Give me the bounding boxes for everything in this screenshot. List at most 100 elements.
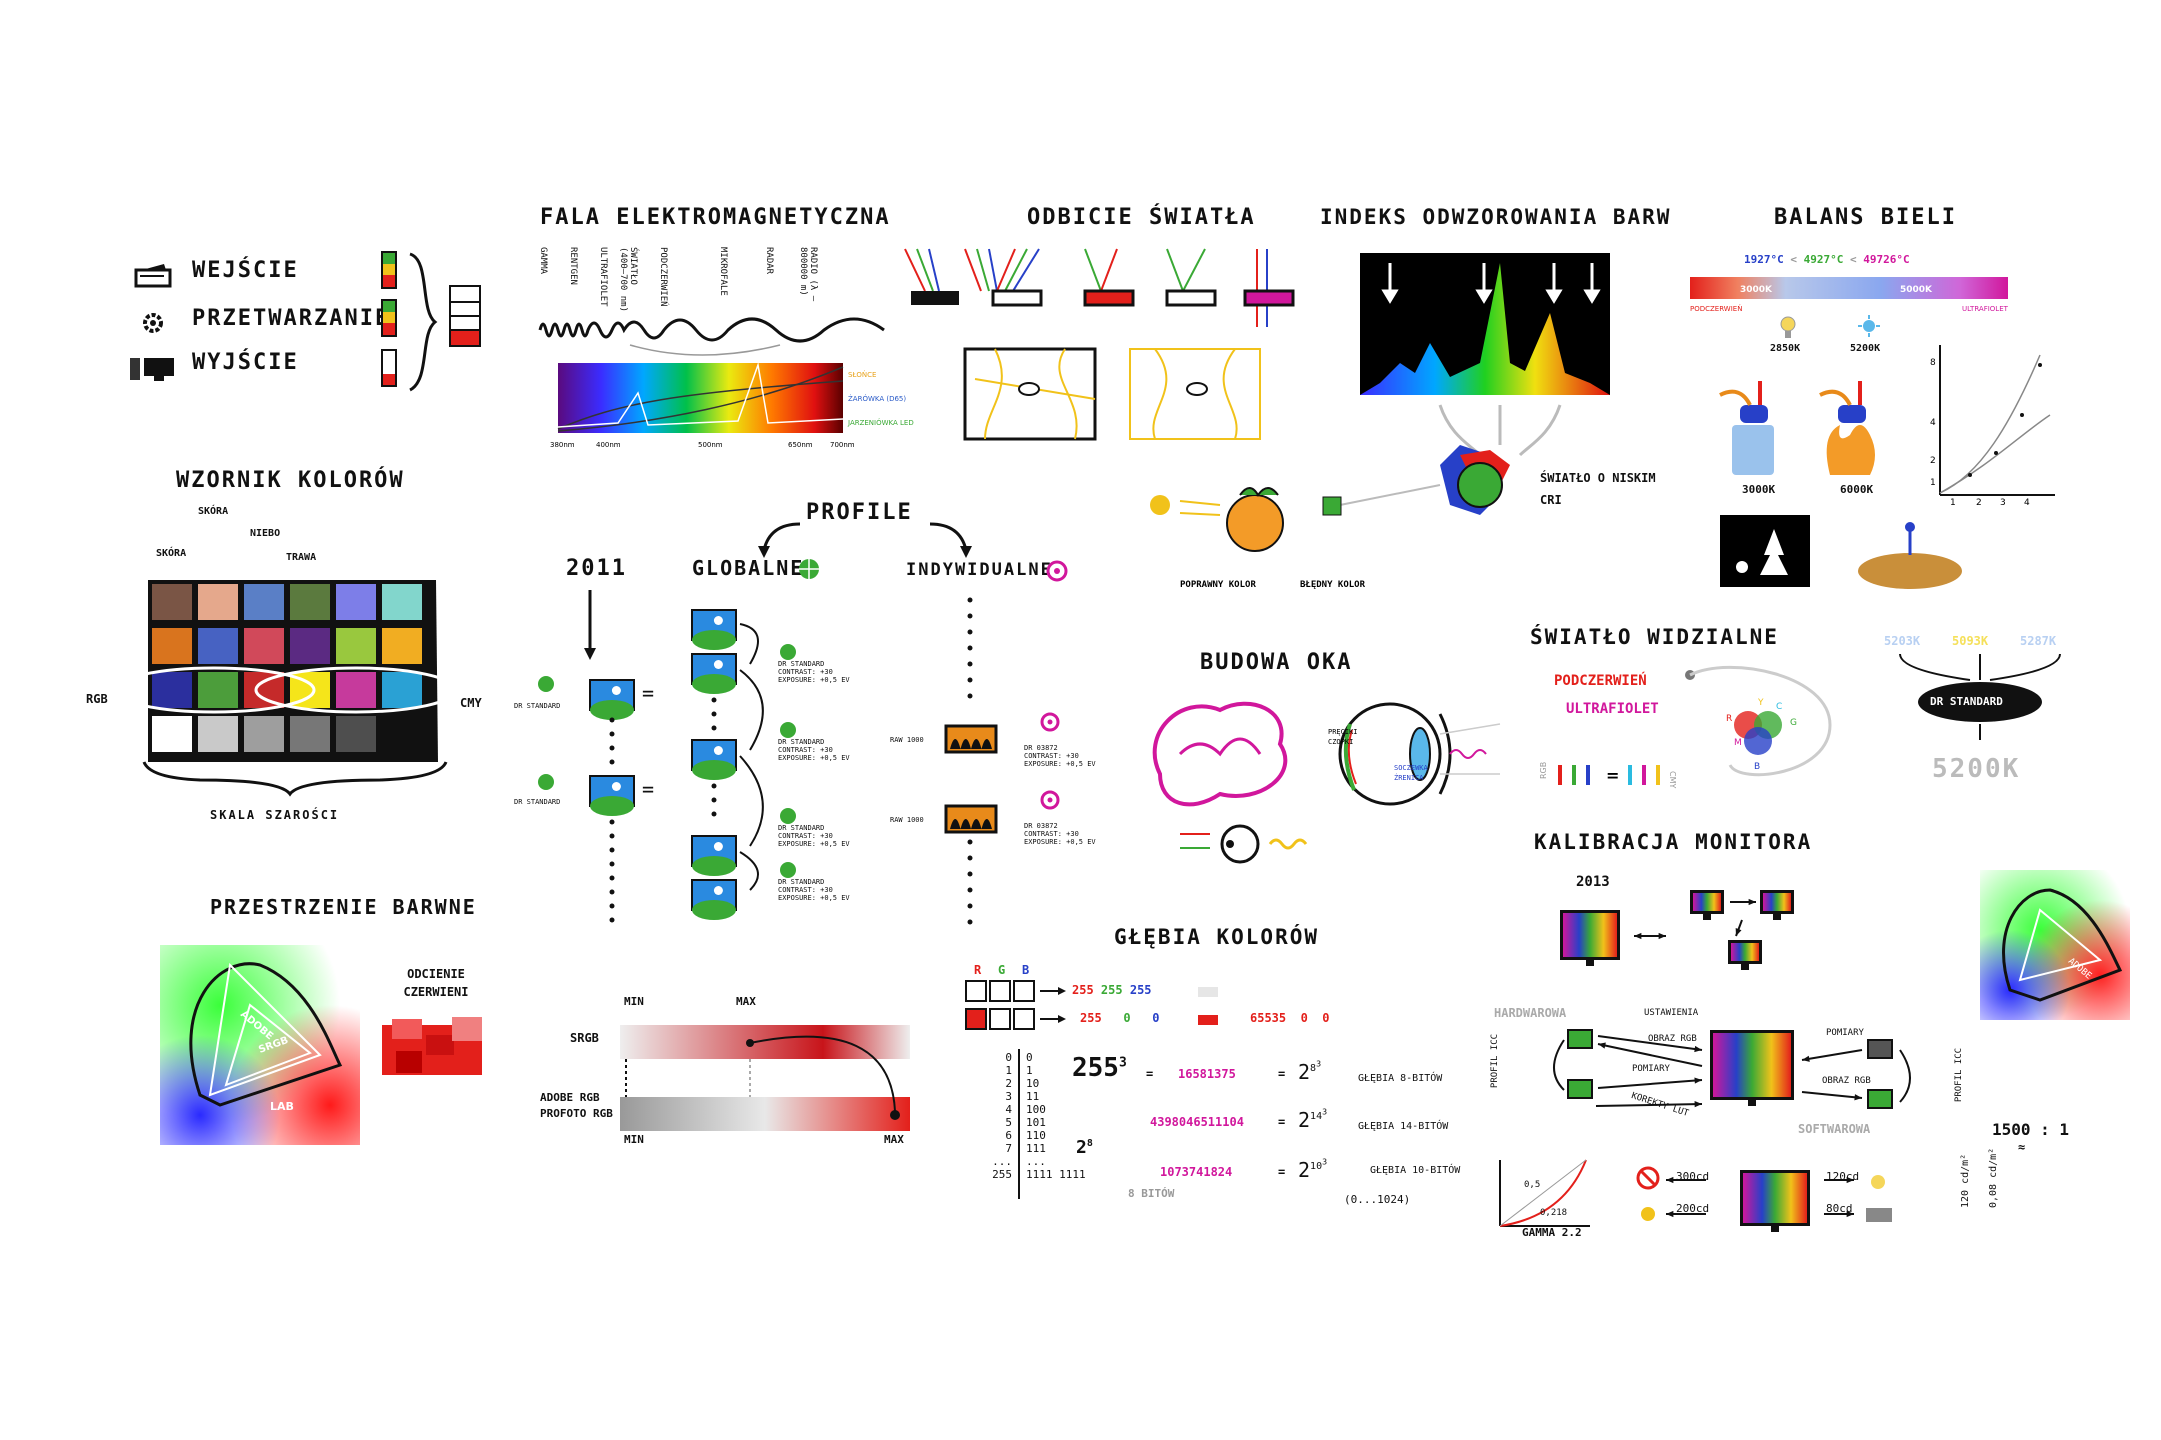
- label-skin1: SKÓRA: [156, 548, 187, 559]
- bulb-icon: [1780, 316, 1796, 338]
- profile-caption: DR STANDARD: [514, 702, 560, 710]
- depth-big-exp: 3: [1118, 1055, 1127, 1071]
- depth-big-base: 255: [1072, 1053, 1119, 1083]
- visible-letter-r: R: [1726, 714, 1732, 724]
- depth-count-14: 4398046511104: [1150, 1115, 1244, 1129]
- bulb-icon: [1871, 1175, 1885, 1189]
- binary-value: 7: [1005, 1142, 1012, 1155]
- flow-arrow: [1597, 1043, 1703, 1067]
- visible-light-panel: ŚWIATŁO WIDZIALNE PODCZERWIEŃ ULTRAFIOLE…: [1530, 625, 1850, 795]
- sun-icon: [1641, 1207, 1655, 1221]
- monitor-icon: [1710, 1030, 1794, 1106]
- depth-r: R: [974, 963, 982, 977]
- calibration-diagram: [1499, 870, 2130, 1232]
- depth-small-number: 28: [1076, 1137, 1093, 1158]
- workflow-input-label: WEJŚCIE: [192, 258, 299, 283]
- band-label: PODCZERWIEŃ: [658, 247, 668, 307]
- checker-cell: [152, 584, 192, 620]
- wb-temp-mid: 4927°C: [1803, 253, 1844, 266]
- binary-value: 111: [1026, 1142, 1046, 1155]
- band-label: MIKROFALE: [718, 247, 728, 296]
- binary-value: 100: [1026, 1103, 1046, 1116]
- checker-cell: [244, 628, 284, 664]
- calib-lum-200: 200cd: [1676, 1202, 1710, 1215]
- chip-icon: [1867, 1089, 1893, 1109]
- monitor-icon: [1740, 1170, 1810, 1232]
- gamut-srgb: SRGB: [570, 1031, 599, 1045]
- calib-arrow-measure: POMIARY: [1632, 1064, 1670, 1074]
- checker-cell: [336, 672, 376, 708]
- checker-cell: [382, 584, 422, 620]
- wb-temps: 1927°C < 4927°C < 49726°C: [1744, 253, 1910, 266]
- x-tick: 1: [1950, 498, 1956, 508]
- depth-eq-1: =: [1146, 1067, 1154, 1081]
- wb-ir: PODCZERWIEŃ: [1690, 304, 1742, 313]
- spectrum-chart: SŁOŃCE ŻARÓWKA (D65) JARZENIÓWKA LED 380…: [550, 362, 914, 449]
- visible-uv: ULTRAFIOLET: [1566, 701, 1659, 717]
- calib-ratio: 1500 : 1: [1992, 1120, 2070, 1139]
- gamut-min-bottom: MIN: [624, 1133, 644, 1146]
- calib-arrow-rgb-sw: OBRAZ RGB: [1822, 1076, 1871, 1086]
- cri-bad-label: BŁĘDNY KOLOR: [1300, 580, 1366, 590]
- photo-thumbnail: [691, 653, 737, 694]
- checker-cell: [152, 716, 192, 752]
- label-sky: NIEBO: [250, 528, 281, 539]
- depth-label-8: GŁĘBIA 8-BITÓW: [1358, 1073, 1443, 1084]
- binary-value: 4: [1005, 1103, 1012, 1116]
- profile-caption: DR STANDARD: [778, 824, 824, 832]
- depth-swatch-red: [1198, 1015, 1218, 1025]
- chip-icon: [1567, 1079, 1593, 1099]
- level-meters: [381, 251, 481, 392]
- calib-icc-left: PROFIL ICC: [1490, 1033, 1501, 1089]
- profile-caption: RAW 1000: [890, 736, 924, 744]
- dr-standard-panel: 5203K 5093K 5287K DR STANDARD 5200K: [1880, 630, 2080, 800]
- depth-row1-r: 255: [1072, 983, 1094, 997]
- eye-drawing: PRĘCIKI CZOPKI SOCZEWKA ŹRENICA: [1152, 701, 1501, 864]
- binary-value: 110: [1026, 1129, 1046, 1142]
- calib-gamma: GAMMA 2.2: [1522, 1226, 1582, 1239]
- depth-row1: 255 255 255: [1072, 983, 1152, 997]
- cri-good-label: POPRAWNY KOLOR: [1180, 580, 1256, 590]
- binary-value: ...: [1026, 1155, 1046, 1168]
- wb-3000: 3000K: [1740, 285, 1773, 295]
- calib-approx: ≈: [2018, 1140, 2026, 1154]
- depth-range: (0...1024): [1344, 1193, 1411, 1206]
- profile-caption: DR STANDARD: [778, 738, 824, 746]
- depth-row2b-g: 0: [1300, 1011, 1308, 1025]
- em-wave-panel: FALA ELEKTROMAGNETYCZNA GAMMA RENTGEN UL…: [538, 205, 914, 455]
- wb-temp-sep2: <: [1850, 253, 1857, 266]
- sun-icon: [1858, 315, 1880, 337]
- color-checker-grid: [112, 580, 458, 762]
- profile-caption: DR 03872: [1024, 744, 1058, 752]
- gamma-curve: [1499, 1159, 1587, 1227]
- dr-label: DR STANDARD: [1930, 695, 2003, 708]
- checker-cell: [244, 716, 284, 752]
- wb-fire-scenes: [1719, 381, 1875, 475]
- profiles-individual: INDYWIDUALNE: [906, 560, 1053, 580]
- chip-icon: [1867, 1039, 1893, 1059]
- profile-caption: CONTRAST: +30: [778, 832, 833, 840]
- cri-spectrum: [1360, 253, 1610, 395]
- gamut-adobe: ADOBE RGB: [540, 1091, 600, 1104]
- profile-caption: CONTRAST: +30: [778, 886, 833, 894]
- depth-row2: 255 0 0: [1080, 1011, 1160, 1025]
- target-icon: [1040, 712, 1060, 732]
- visible-letter-b: B: [1754, 762, 1760, 772]
- target-icon: [1040, 790, 1060, 810]
- ellipsis-dot: [609, 875, 615, 881]
- monitor-icon: [1560, 910, 1620, 966]
- eye-label-rods: PRĘCIKI: [1328, 728, 1358, 736]
- wb-5000: 5000K: [1900, 285, 1933, 295]
- rgb-highlight: [112, 666, 316, 714]
- binary-value: 3: [1005, 1090, 1012, 1103]
- eye-title: BUDOWA OKA: [1200, 650, 1353, 675]
- depth-grid: [965, 980, 1066, 1030]
- reflection-panel: ODBICIE ŚWIATŁA: [904, 205, 1315, 445]
- binary-value: 0: [1005, 1051, 1012, 1064]
- depth-row2-b: 0: [1152, 1011, 1160, 1025]
- workflow-processing-label: PRZETWARZANIE: [192, 306, 391, 331]
- profile-caption: CONTRAST: +30: [1024, 752, 1079, 760]
- em-wave-curve: [538, 317, 885, 356]
- axis-tick: 650nm: [788, 441, 813, 449]
